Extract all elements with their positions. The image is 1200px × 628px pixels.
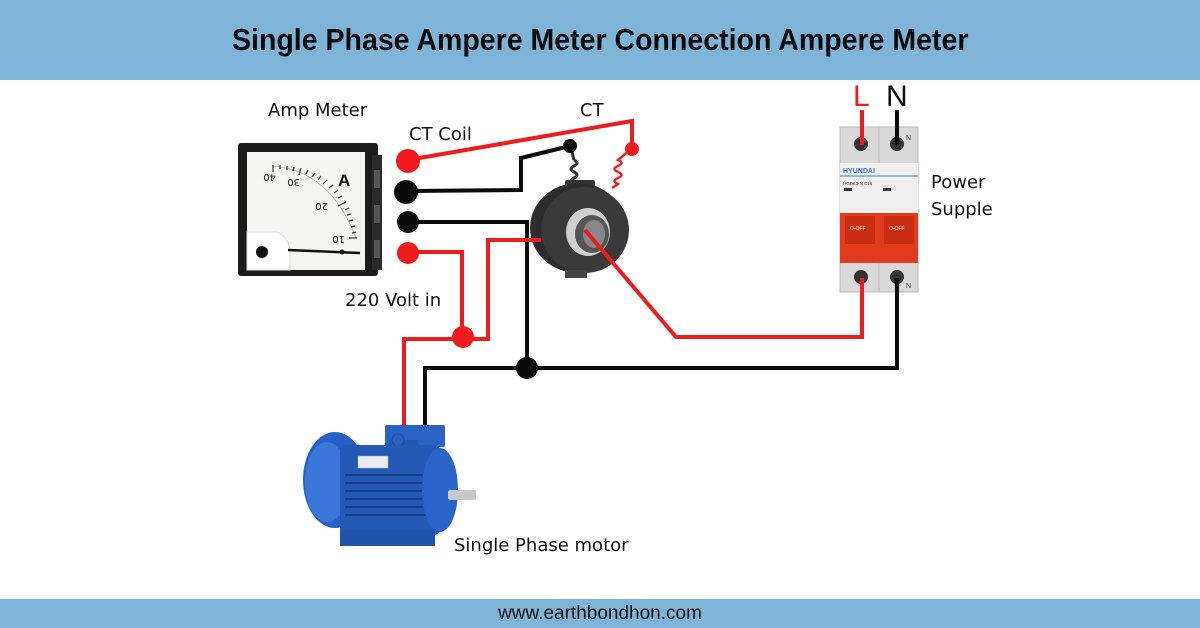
neutral-mark-bottom: N [906,283,911,290]
ct-to-breaker-live-wire [583,228,864,339]
meter-live-wire [408,250,464,336]
footer-banner: www.earthbondhon.com [0,599,1200,628]
line-label: L [853,80,870,113]
tick-label: 10 [332,233,345,244]
tick-label: 20 [315,200,328,211]
ct-coil-label: CT Coil [409,124,472,145]
switch-label-left: O-OFF [850,226,866,232]
neutral-junction [516,357,538,379]
single-phase-motor [303,425,476,546]
unit-label: A [338,171,350,190]
needle [287,248,361,255]
tick-label: 40 [263,171,276,182]
neutral-mark-top: N [906,135,911,142]
ct-label: CT [580,100,604,121]
motor-label: Single Phase motor [454,535,629,556]
terminals [394,139,639,379]
volt-in-red-terminal [397,242,419,264]
page-title: Single Phase Ampere Meter Connection Amp… [231,22,969,57]
ct-coil-red-terminal [396,149,420,173]
ct-coil-black-wire [407,144,571,193]
circuit-breaker: HYUNDAI HGD63-N C16 O-OFF O-OFF N N [839,126,919,293]
ammeter: 40 30 20 10 A [238,143,382,276]
ct-coil-black-terminal [394,180,418,204]
ct-primary-live-wire [402,238,541,425]
power-supply-label-line2: Supple [931,199,993,220]
volt-in-black-terminal [397,211,419,233]
ct-black-terminal [563,139,577,153]
pivot-icon [256,246,268,258]
live-junction [452,326,474,348]
tick-label: 30 [287,176,300,187]
scale-ticks [272,165,357,239]
volt-in-label: 220 Volt in [345,290,442,311]
wires [402,110,899,425]
power-supply-label-line1: Power [931,172,986,193]
meter-neutral-wire [408,220,529,368]
neutral-label: N [886,80,908,113]
website-link[interactable]: www.earthbondhon.com [498,602,702,624]
current-transformer [530,149,631,278]
title-banner: Single Phase Ampere Meter Connection Amp… [0,0,1200,80]
ct-red-terminal [625,142,639,156]
amp-meter-label: Amp Meter [268,100,368,121]
switch-label-right: O-OFF [889,226,905,232]
breaker-model: HGD63-N C16 [843,181,873,186]
motor-neutral-wire [423,278,899,425]
ct-coil-red-wire [407,118,634,162]
breaker-brand: HYUNDAI [843,168,875,175]
